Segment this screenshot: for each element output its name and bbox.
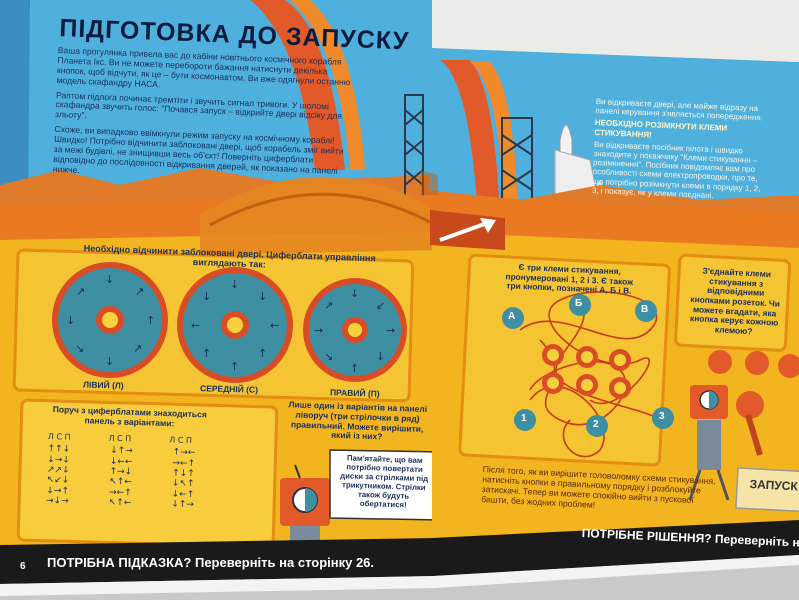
option-cell[interactable]: ↓↑→ — [109, 445, 133, 457]
option-cell[interactable]: ↗↗↓ — [46, 464, 70, 476]
knob-2 — [745, 351, 769, 375]
svg-text:↑: ↑ — [202, 347, 211, 360]
option-cell[interactable]: →←↑ — [172, 458, 196, 469]
svg-text:↓: ↓ — [202, 290, 211, 303]
svg-text:→: → — [386, 324, 395, 337]
svg-text:↓: ↓ — [105, 355, 114, 368]
button-c[interactable]: В — [641, 304, 649, 315]
svg-text:↗: ↗ — [133, 342, 142, 355]
intro-text: Ваша прогулянка привела вас до кабіни но… — [52, 45, 357, 192]
svg-text:↑: ↑ — [258, 347, 267, 360]
options-grid: Л С П Л С П Л С П ↑↑↓ ↓↑→ ↑→← ↓→↓ ↓←← →←↑ ↗↗… — [46, 432, 196, 510]
right-sky — [428, 48, 799, 225]
hint-footer: ПОТРІБНА ПІДКАЗКА? Переверніть на сторін… — [47, 555, 375, 570]
svg-text:↘: ↘ — [324, 350, 333, 363]
speech-bubble-text: Пам'ятайте, що вам потрібно повертати ди… — [340, 453, 429, 510]
robot-right — [688, 385, 764, 501]
dial-right[interactable] — [303, 278, 407, 382]
clamps-description: Є три клеми стикування, пронумеровані 1,… — [505, 261, 634, 297]
svg-text:↗: ↗ — [135, 285, 144, 298]
option-cell[interactable]: ↓←↑ — [171, 489, 195, 500]
dial-label-left: ЛІВИЙ (Л) — [82, 379, 124, 391]
option-cell[interactable]: ↑↓↑ — [172, 468, 195, 479]
option-cell[interactable]: ↖↑← — [109, 476, 133, 488]
clamp-2[interactable]: 2 — [593, 419, 599, 430]
knob-3 — [778, 354, 799, 378]
clamp-3[interactable]: 3 — [659, 411, 665, 422]
option-cell[interactable]: ↓↖↑ — [171, 478, 195, 490]
dial-middle[interactable] — [177, 267, 293, 383]
right-intro-paragraph-2: Ви відкриваєте посібник пілота і швидко … — [591, 139, 761, 200]
svg-text:↗: ↗ — [324, 299, 333, 312]
svg-text:←: ← — [191, 319, 200, 332]
option-cell[interactable]: →←↑ — [108, 487, 132, 498]
svg-text:→: → — [314, 324, 323, 337]
svg-text:↙: ↙ — [376, 299, 385, 312]
dial-label-middle: СЕРЕДНІЙ (С) — [199, 383, 259, 395]
dial-label-right: ПРАВИЙ (П) — [329, 387, 380, 399]
option-cell[interactable]: ↓→↓ — [47, 454, 70, 466]
footer-left — [0, 538, 435, 584]
launch-tower — [404, 94, 533, 214]
option-cell[interactable]: ↖↑← — [108, 497, 132, 509]
clamp-sockets — [542, 344, 631, 399]
option-cell[interactable]: ↑→← — [172, 447, 196, 459]
option-cell[interactable]: →↓→ — [45, 495, 69, 507]
option-cell[interactable]: ↓→↑ — [46, 485, 70, 497]
launch-box — [735, 467, 799, 513]
intro-paragraph-3: Схоже, ви випадково ввімкнули режим запу… — [52, 124, 344, 176]
footer-right — [432, 520, 799, 576]
svg-text:↗: ↗ — [76, 285, 85, 298]
svg-text:↑: ↑ — [146, 314, 155, 327]
option-cell[interactable]: ↑↑↓ — [47, 444, 71, 455]
puzzle-question: Лише один із варіантів на панелі ліворуч… — [288, 399, 428, 442]
right-intro-text: Ви відкриваєте двері, але майже відразу … — [592, 97, 766, 205]
button-circles — [502, 294, 674, 437]
svg-text:↑: ↑ — [230, 360, 239, 373]
option-cell[interactable]: ↖↙↓ — [46, 475, 70, 486]
option-column-header: Л С П — [169, 435, 193, 446]
option-cell[interactable]: ↑→↓ — [109, 466, 133, 478]
connect-instruction: З'єднайте клеми стикування з відповідним… — [689, 265, 781, 337]
option-cell[interactable]: ↓↑→ — [171, 499, 195, 511]
svg-text:↓: ↓ — [258, 290, 267, 303]
page-number: 6 — [20, 561, 26, 572]
svg-text:↓: ↓ — [376, 350, 385, 363]
option-column-header: Л С П — [108, 433, 132, 444]
svg-text:↘: ↘ — [75, 342, 84, 355]
button-a[interactable]: А — [508, 311, 516, 322]
dial-left[interactable] — [52, 262, 168, 378]
option-cell[interactable]: ↓←← — [109, 456, 133, 467]
knob-1 — [708, 350, 732, 374]
dial-arrows: ↓↗↑↗ ↓↘↓↗ ↓↓←↑ ↑↑←↓ ↓↙→↓ ↑↘→↗ — [66, 273, 395, 375]
svg-text:↓: ↓ — [105, 273, 114, 286]
arch-left — [250, 0, 345, 170]
clamp-1[interactable]: 1 — [521, 413, 527, 424]
svg-text:↑: ↑ — [350, 362, 359, 375]
button-b[interactable]: Б — [575, 298, 583, 309]
svg-text:↓: ↓ — [66, 314, 75, 327]
svg-text:←: ← — [270, 319, 279, 332]
launch-label: ЗАПУСК — [749, 477, 799, 494]
svg-text:↓: ↓ — [230, 278, 239, 291]
option-column-header: Л С П — [47, 432, 71, 442]
svg-text:↓: ↓ — [350, 287, 359, 300]
